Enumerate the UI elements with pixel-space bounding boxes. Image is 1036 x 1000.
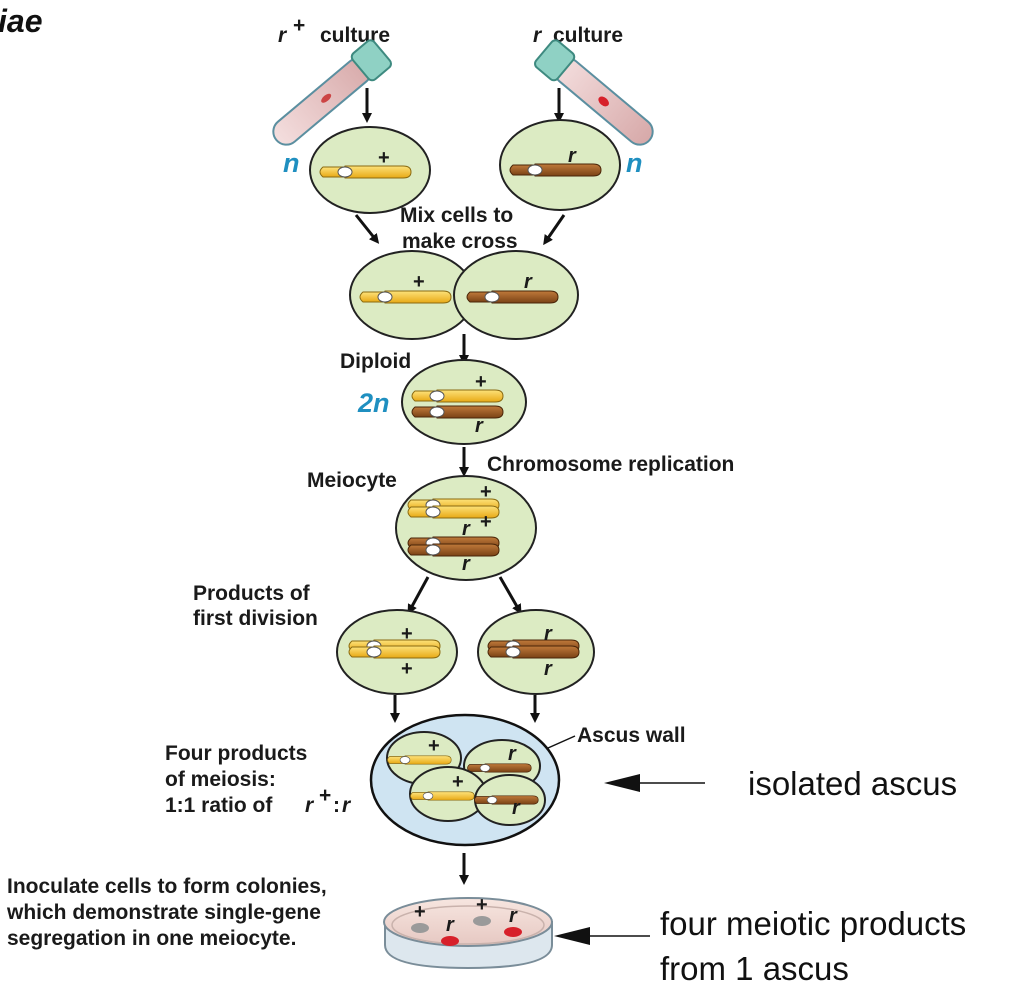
svg-text:r: r [342, 794, 352, 817]
first-division-label: Products of first division [193, 582, 318, 630]
svg-text:r: r [512, 797, 521, 819]
svg-text:r: r [508, 743, 517, 765]
colony-r: r [441, 914, 459, 946]
petri-dish: + r + r [383, 894, 553, 970]
haploid-cell-r: r [499, 119, 621, 211]
ascus-wall-pointer [547, 735, 576, 749]
svg-text:of meiosis:: of meiosis: [165, 768, 276, 791]
svg-text::: : [333, 794, 340, 817]
diploid-cell: + r [401, 359, 527, 445]
svg-text:+: + [414, 901, 426, 923]
svg-text:1:1 ratio of: 1:1 ratio of [165, 794, 273, 817]
meiotic-products-label: four meiotic products [660, 905, 966, 942]
first-division-cell-plus: + + [336, 609, 458, 695]
r-plus-test-tube [272, 39, 392, 146]
svg-text:r: r [568, 145, 577, 167]
svg-text:r: r [475, 415, 484, 437]
colony-plus: + [473, 894, 491, 926]
spore: r [474, 774, 546, 826]
meiotic-products-arrowhead [554, 927, 590, 945]
svg-text:+: + [413, 271, 425, 293]
svg-text:r: r [544, 658, 553, 680]
svg-text:Inoculate cells to form coloni: Inoculate cells to form colonies, [7, 875, 327, 898]
colony-r: r [504, 905, 522, 937]
title-fragment: iae [0, 3, 42, 39]
svg-text:segregation in one meiocyte.: segregation in one meiocyte. [7, 927, 296, 950]
svg-text:+: + [401, 658, 413, 680]
svg-text:make cross: make cross [402, 230, 518, 253]
replication-label: Chromosome replication [487, 453, 734, 476]
svg-text:+: + [401, 623, 413, 645]
mix-cells-label: Mix cells to make cross [400, 204, 518, 253]
isolated-ascus-label: isolated ascus [748, 765, 957, 802]
haploid-label-right: n [626, 148, 643, 178]
svg-text:+: + [428, 735, 440, 757]
svg-text:r: r [305, 794, 315, 817]
svg-text:+: + [452, 771, 464, 793]
svg-text:Mix cells to: Mix cells to [400, 204, 513, 227]
meiotic-products-label-line2: from 1 ascus [660, 950, 849, 987]
meiocyte-cell: + + r r [395, 475, 537, 581]
inoculate-label: Inoculate cells to form colonies, which … [6, 875, 327, 950]
colony-plus: + [411, 901, 429, 933]
spore: + [409, 766, 487, 822]
fusing-cells: + r [349, 250, 579, 340]
four-products-label: Four products of meiosis: 1:1 ratio of r… [165, 742, 352, 817]
haploid-label-left: n [283, 148, 300, 178]
first-division-cell-r: r r [477, 609, 595, 695]
svg-text:r: r [462, 553, 471, 575]
svg-text:r: r [509, 905, 518, 927]
svg-text:r: r [533, 24, 543, 47]
arrow-diagonal [407, 576, 430, 615]
svg-text:Four products: Four products [165, 742, 307, 765]
svg-text:r: r [278, 24, 288, 47]
haploid-cell-plus: + [309, 126, 431, 214]
svg-text:+: + [480, 511, 492, 533]
r-test-tube [534, 39, 654, 146]
svg-text:+: + [319, 784, 331, 807]
svg-text:+: + [378, 147, 390, 169]
ascus-wall-label: Ascus wall [577, 724, 686, 747]
svg-text:culture: culture [553, 24, 623, 47]
arrow-diagonal [498, 576, 522, 615]
svg-text:r: r [462, 518, 471, 540]
diploid-ploidy-label: 2n [357, 388, 390, 418]
isolated-ascus-arrowhead [604, 774, 640, 792]
svg-text:+: + [293, 14, 305, 37]
meiocyte-label: Meiocyte [307, 469, 397, 492]
svg-text:Products of: Products of [193, 582, 311, 605]
svg-text:r: r [524, 271, 533, 293]
svg-text:+: + [480, 481, 492, 503]
r-culture-label: r culture [533, 24, 623, 47]
ascus: + r + r [369, 713, 561, 847]
svg-text:+: + [475, 371, 487, 393]
svg-text:culture: culture [320, 24, 390, 47]
svg-text:r: r [544, 623, 553, 645]
diploid-label: Diploid [340, 350, 411, 373]
svg-text:r: r [446, 914, 455, 936]
svg-text:first division: first division [193, 607, 318, 630]
svg-text:which demonstrate single-gene: which demonstrate single-gene [6, 901, 321, 924]
arrow-diagonal [354, 214, 380, 244]
arrow-diagonal [543, 214, 566, 246]
svg-text:+: + [476, 894, 488, 916]
